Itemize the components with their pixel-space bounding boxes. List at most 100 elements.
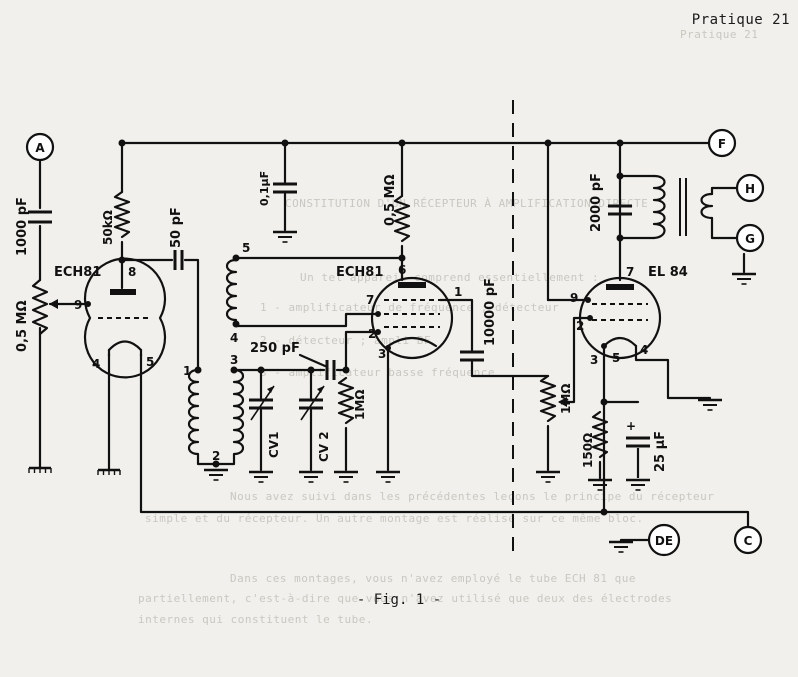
svg-text:5: 5: [146, 355, 154, 369]
variable-capacitor-cv1: [249, 385, 275, 421]
ghost-text: Un tel appareil comprend essentiellement…: [300, 271, 600, 284]
ground-symbol: [247, 470, 275, 484]
tube-ech81-2: [370, 276, 454, 360]
tube-ech81-1: [83, 257, 167, 379]
svg-text:1: 1: [183, 364, 191, 378]
label-tube3: EL 84: [648, 265, 688, 280]
capacitor-250pf: [325, 360, 336, 380]
label-2000pf: 2000 pF: [589, 173, 604, 232]
label-25uf: 25 µF: [653, 431, 668, 472]
ghost-text: partiellement, c'est-à-dire que vous n'a…: [138, 592, 673, 605]
ground-symbol: [534, 470, 562, 484]
wire-fil-5: [139, 352, 750, 532]
resistor-1m: [337, 376, 355, 425]
pot-wiper-arrow: [49, 299, 58, 309]
label-1000pf: 1000 pF: [15, 197, 30, 256]
connector-c[interactable]: C: [733, 525, 763, 555]
svg-text:4: 4: [92, 357, 100, 371]
ground-symbol: [202, 468, 230, 482]
coil-4-5: [225, 258, 238, 322]
ground-symbol: [271, 230, 299, 244]
label-05m: 0,5 MΩ: [383, 174, 398, 226]
svg-text:C: C: [744, 534, 753, 548]
capacitor-10000pf: [460, 350, 484, 362]
volume-potentiometer-1m: [539, 374, 557, 423]
wire-50pf-coil: [183, 258, 200, 372]
svg-text:H: H: [745, 182, 755, 196]
svg-text:+: +: [626, 419, 636, 433]
ghost-text: Nous avez suivi dans les précédentes leç…: [230, 490, 715, 503]
tube-el84: [578, 276, 662, 360]
connector-de[interactable]: DE: [647, 523, 681, 557]
ground-symbol: [607, 540, 635, 554]
svg-text:3: 3: [590, 353, 598, 367]
label-cv1: CV1: [267, 432, 281, 458]
ghost-text: Pratique 21: [680, 28, 759, 41]
electrolytic-capacitor-25uf: [626, 436, 650, 478]
capacitor-1000pf: [28, 210, 52, 224]
svg-text:5: 5: [242, 241, 250, 255]
junction: [281, 139, 289, 147]
capacitor-01uf: [273, 182, 297, 194]
ground-symbol: [332, 470, 360, 484]
coil-secondary: [214, 368, 245, 466]
svg-text:3: 3: [230, 353, 238, 367]
connector-g[interactable]: G: [735, 223, 765, 253]
label-250pf: 250 pF: [250, 341, 300, 356]
connector-f[interactable]: F: [707, 128, 737, 158]
resistor-150: [591, 410, 609, 459]
label-150: 150Ω: [581, 433, 595, 468]
ghost-text: CONSTITUTION D'UN RÉCEPTEUR À AMPLIFICAT…: [285, 197, 649, 210]
capacitor-50pf: [173, 250, 184, 270]
ground-symbol: [96, 468, 122, 477]
resistor-50k: [113, 190, 131, 239]
label-01uf: 0,1µF: [258, 171, 271, 206]
page-header: Pratique 21: [691, 12, 790, 28]
connector-h[interactable]: H: [735, 173, 765, 203]
svg-text:8: 8: [128, 265, 136, 279]
capacitor-2000pf: [608, 204, 632, 216]
potentiometer-05m: [31, 278, 49, 336]
ground-symbol: [586, 478, 614, 492]
svg-text:3: 3: [378, 347, 386, 361]
svg-text:5: 5: [612, 351, 620, 365]
ghost-text: Dans ces montages, vous n'avez employé l…: [230, 572, 636, 585]
ground-symbol: [696, 398, 724, 412]
ground-symbol: [297, 470, 325, 484]
ground-symbol: [624, 478, 652, 492]
svg-text:9: 9: [570, 291, 578, 305]
label-cv2: CV 2: [317, 431, 331, 462]
label-pot-05m: 0,5 MΩ: [15, 300, 30, 352]
ghost-text: simple et du récepteur. Un autre montage…: [145, 512, 644, 525]
label-1m: 1MΩ: [353, 390, 367, 421]
label-50pf: 50 pF: [169, 207, 184, 248]
figure-caption: - Fig. 1 -: [356, 592, 442, 608]
ghost-text: 1 - amplificateur de fréquence ; détecte…: [260, 301, 560, 314]
label-tube1: ECH81: [54, 265, 101, 280]
svg-text:4: 4: [230, 331, 238, 345]
svg-text:9: 9: [74, 298, 82, 312]
svg-text:A: A: [35, 141, 45, 155]
output-transformer: [652, 174, 714, 240]
svg-text:1: 1: [454, 285, 462, 299]
label-tube2: ECH81: [336, 265, 383, 280]
svg-text:DE: DE: [655, 534, 673, 548]
svg-text:2: 2: [212, 449, 220, 463]
coil-primary: [187, 368, 218, 466]
connector-a[interactable]: A: [25, 132, 55, 162]
resistor-05m: [393, 194, 411, 243]
ground-symbol: [27, 466, 53, 475]
svg-text:G: G: [745, 232, 755, 246]
label-10000pf: 10000 pF: [483, 278, 498, 346]
svg-text:2: 2: [576, 319, 584, 333]
svg-text:2: 2: [368, 327, 376, 341]
junction: [118, 139, 126, 147]
ground-symbol: [374, 470, 402, 484]
ghost-text: internes qui constituent le tube.: [138, 613, 374, 626]
svg-text:7: 7: [626, 265, 634, 279]
variable-capacitor-cv2: [299, 385, 325, 421]
junction: [118, 256, 126, 264]
label-1m-2: 1MΩ: [559, 384, 573, 415]
